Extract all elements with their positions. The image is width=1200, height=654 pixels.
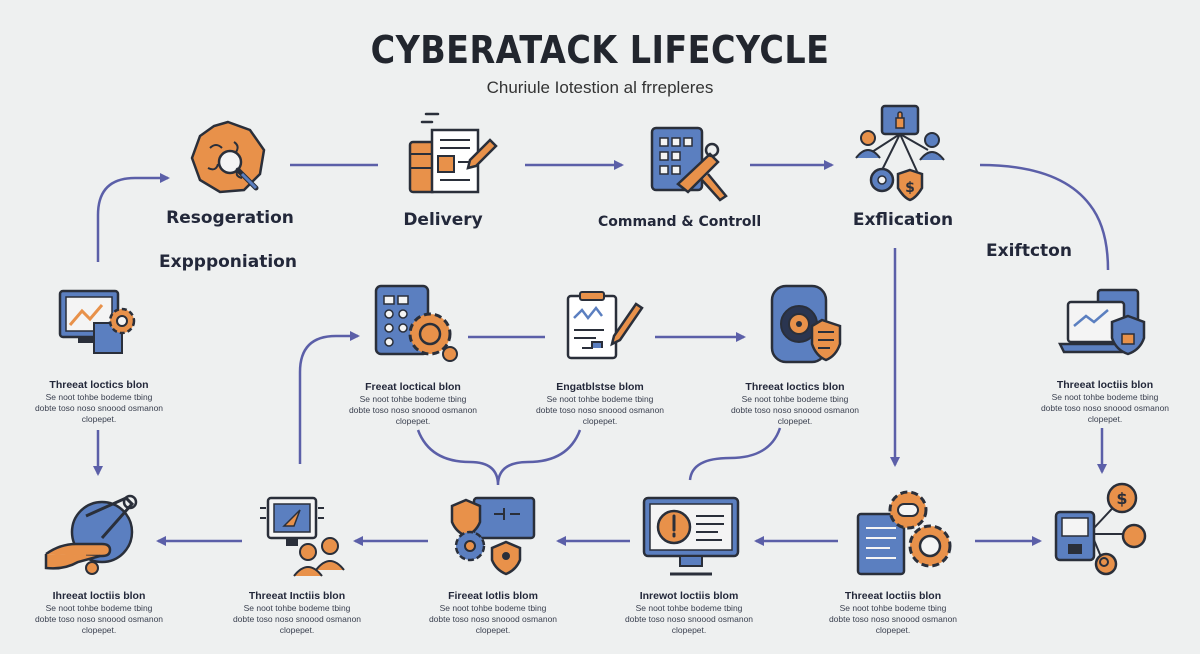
monitor-gear-icon <box>58 289 136 354</box>
node-title: Inrewot loctiis blom <box>639 590 739 602</box>
node-desc: Se noot tohbe bodeme tbing dobte toso no… <box>428 603 558 635</box>
node-desc: Se noot tohbe bodeme tbing dobte toso no… <box>1040 392 1170 424</box>
node-title: Threeat loctiis blon <box>1056 379 1154 391</box>
svg-text:$: $ <box>1116 489 1127 508</box>
device-money-network-icon: $ <box>1054 482 1147 576</box>
node-title: Ihreeat loctiis blon <box>52 590 146 602</box>
virus-magnifier-icon <box>190 120 266 194</box>
side-label-expponiation: Exppponiation <box>159 252 297 272</box>
monitor-people-icon <box>260 496 345 577</box>
stage-label-command-control: Command & Controll <box>598 214 762 230</box>
node-title: Threeat loctics blon <box>49 379 149 391</box>
arrow-mid-up <box>298 331 360 464</box>
page-subtitle: Churiule Iotestion al frrepleres <box>486 78 714 97</box>
node-desc: Se noot tohbe bodeme tbing dobte toso no… <box>232 603 362 635</box>
node-desc: Se noot tohbe bodeme tbing dobte toso no… <box>828 603 958 635</box>
server-shield-icon <box>770 284 842 364</box>
stage-label-exflication: Exflication <box>852 210 954 230</box>
network-users-icon: $ <box>855 104 945 202</box>
documents-pen-icon <box>408 112 498 194</box>
node-desc: Se noot tohbe bodeme tbing dobte toso no… <box>535 394 665 426</box>
node-desc: Se noot tohbe bodeme tbing dobte toso no… <box>624 603 754 635</box>
node-desc: Se noot tohbe bodeme tbing dobte toso no… <box>730 394 860 426</box>
document-gears-icon <box>856 490 952 576</box>
node-title: Threeat Inctiis blon <box>248 590 346 602</box>
monitor-alert-icon <box>642 496 740 576</box>
control-panel-tools-icon <box>650 126 728 202</box>
side-label-exfiltcton: Exiftcton <box>986 241 1072 261</box>
node-title: Fireeat lotlis blom <box>448 590 538 602</box>
node-desc: Se noot tohbe bodeme tbing dobte toso no… <box>34 392 164 424</box>
node-title: Engatblstse blom <box>556 381 644 393</box>
shields-gears-icon <box>450 496 536 576</box>
node-title: Freeat loctical blon <box>365 381 461 393</box>
arrow-right-curve <box>979 163 1110 271</box>
node-title: Threeat loctiis blon <box>844 590 942 602</box>
arrow-merge <box>416 429 582 486</box>
arrow-left-up <box>96 173 170 262</box>
node-title: Threeat loctics blon <box>745 381 845 393</box>
keypad-gear-icon <box>374 284 458 362</box>
hand-wrench-icon <box>44 494 138 575</box>
stage-label-delivery: Delivery <box>403 210 483 230</box>
node-desc: Se noot tohbe bodeme tbing dobte toso no… <box>34 603 164 635</box>
page-title: CYBERATACK LIFECYCLE <box>370 28 830 72</box>
svg-text:$: $ <box>905 180 915 196</box>
clipboard-chart-icon <box>566 291 644 360</box>
arrow-server-curve <box>688 427 782 481</box>
node-desc: Se noot tohbe bodeme tbing dobte toso no… <box>348 394 478 426</box>
stage-label-resogeration: Resogeration <box>166 208 294 228</box>
laptop-shield-icon <box>1058 288 1146 356</box>
